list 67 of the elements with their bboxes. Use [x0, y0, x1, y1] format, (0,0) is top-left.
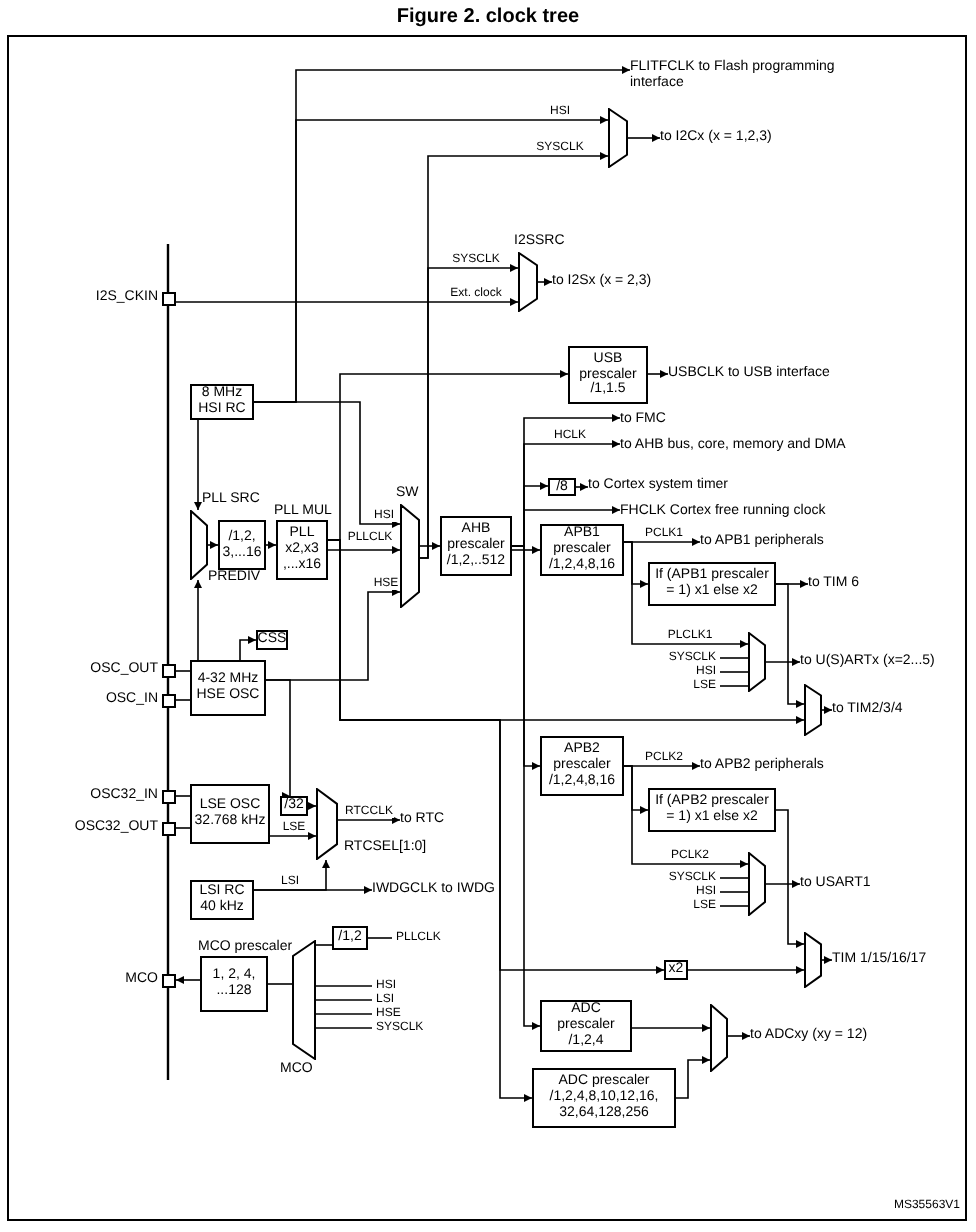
multiplexer-symbol: [804, 932, 822, 988]
arrow: [775, 583, 805, 708]
arrow: [575, 483, 589, 491]
arrow: [194, 579, 202, 661]
arrow: [419, 264, 519, 559]
arrow: [821, 956, 833, 964]
block-box: [532, 1068, 676, 1128]
block-box: [548, 478, 576, 496]
connector-line: [719, 671, 749, 673]
connector-line: [175, 699, 191, 701]
arrow: [627, 134, 661, 142]
connector-line: [719, 905, 749, 907]
block-box: [190, 660, 266, 716]
arrow: [265, 679, 294, 797]
connector-line: [315, 985, 373, 987]
connector-line: [719, 657, 749, 659]
arrow: [269, 832, 317, 840]
connector-line: [367, 937, 393, 939]
arrow: [765, 880, 801, 888]
block-box: [568, 346, 648, 404]
arrow: [207, 541, 219, 549]
block-box: [540, 1000, 632, 1052]
arrow: [647, 370, 669, 378]
arrow: [687, 966, 805, 974]
arrow: [265, 541, 277, 549]
arrow: [337, 816, 401, 824]
block-box: [190, 384, 254, 420]
arrow: [175, 976, 201, 984]
connector-line: [267, 983, 293, 985]
diagram-title: Figure 2. clock tree: [394, 6, 582, 28]
arrow: [239, 636, 257, 661]
arrow: [727, 1032, 751, 1040]
arrow: [511, 545, 541, 1030]
arrow: [537, 278, 553, 286]
arrow: [307, 802, 317, 810]
arrow: [631, 1024, 711, 1032]
connector-line: [719, 685, 749, 687]
connector-line: [315, 944, 333, 946]
arrow: [194, 419, 202, 511]
connector-line: [315, 1013, 373, 1015]
arrow: [175, 298, 519, 306]
connector-line: [175, 827, 191, 829]
connector-line: [719, 891, 749, 893]
arrow: [623, 541, 749, 648]
block-box: [332, 926, 368, 950]
connector-line: [175, 795, 191, 797]
multiplexer-symbol: [608, 108, 628, 168]
connector-line: [315, 1027, 373, 1029]
arrow: [419, 542, 441, 550]
block-box: [190, 880, 254, 920]
multiplexer-symbol: [748, 632, 766, 692]
arrow: [775, 809, 805, 948]
multiplexer-symbol: [804, 684, 822, 736]
arrow: [765, 658, 801, 666]
block-box: [190, 784, 270, 844]
connector-line: [175, 670, 191, 672]
arrow: [511, 546, 541, 554]
multiplexer-symbol: [710, 1004, 728, 1072]
connector-line: [315, 999, 373, 1001]
arrow: [675, 1056, 711, 1099]
arrow: [821, 706, 833, 714]
arrow: [253, 401, 401, 528]
arrow: [253, 886, 373, 894]
multiplexer-symbol: [748, 852, 766, 916]
arrow: [327, 546, 401, 554]
arrow: [623, 765, 749, 868]
connector-line: [719, 877, 749, 879]
